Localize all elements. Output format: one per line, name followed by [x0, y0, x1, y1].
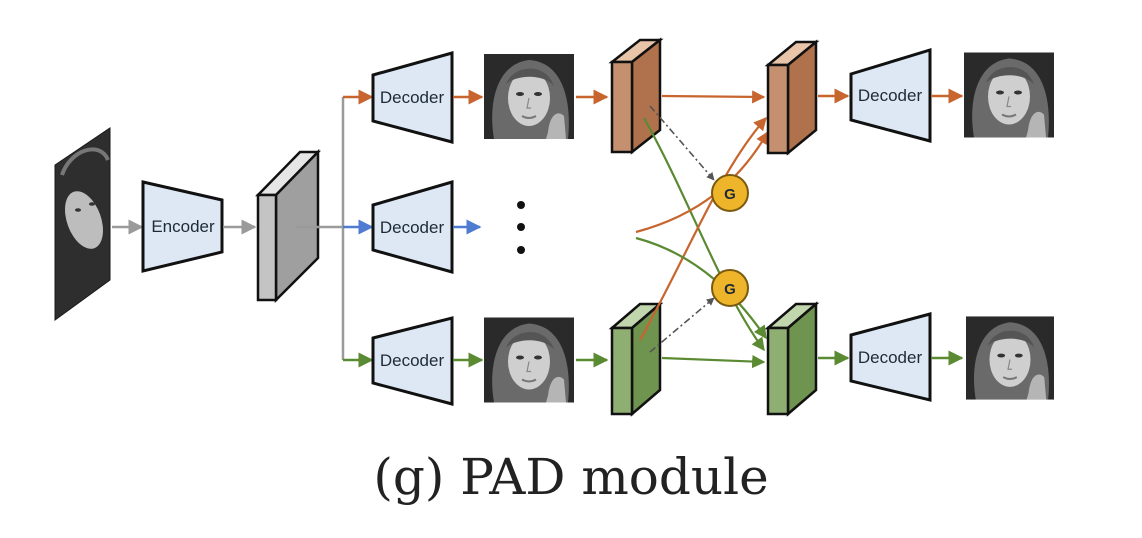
decoder-top-label: Decoder [380, 88, 445, 107]
feature-block-orange-left [608, 37, 664, 155]
decoder-right-bottom-label: Decoder [858, 348, 923, 367]
decoder-middle: Decoder [371, 180, 454, 274]
pad-module-diagram: Encoder Decoder Decoder Decoder [54, 37, 1054, 417]
figure-caption: (g) PAD module [373, 448, 769, 506]
encoder-label: Encoder [151, 217, 215, 236]
gate-top: G [711, 174, 749, 212]
decoder-bottom-label: Decoder [380, 351, 445, 370]
output-image-bottom [966, 315, 1054, 401]
decoder-right-top: Decoder [849, 47, 932, 143]
output-image-top [964, 52, 1054, 138]
decoder-bottom: Decoder [371, 316, 454, 406]
ellipsis-dots [517, 201, 525, 254]
decoder-middle-label: Decoder [380, 218, 445, 237]
gate-bottom: G [711, 269, 749, 307]
feature-block-green-left [608, 301, 664, 417]
gate-top-label: G [724, 186, 736, 203]
feature-block-green-right [764, 301, 820, 417]
input-image [54, 127, 111, 321]
decoder-top: Decoder [371, 51, 454, 144]
decoder-right-bottom: Decoder [849, 312, 932, 402]
decoded-image-top [484, 54, 574, 139]
gate-bottom-label: G [724, 281, 736, 298]
encoder-block: Encoder [141, 180, 224, 273]
branch-connectors [296, 89, 374, 368]
cross-connections [635, 90, 769, 369]
decoder-right-top-label: Decoder [858, 86, 923, 105]
feature-block-orange-right [764, 39, 820, 156]
decoded-image-bottom [484, 316, 574, 404]
